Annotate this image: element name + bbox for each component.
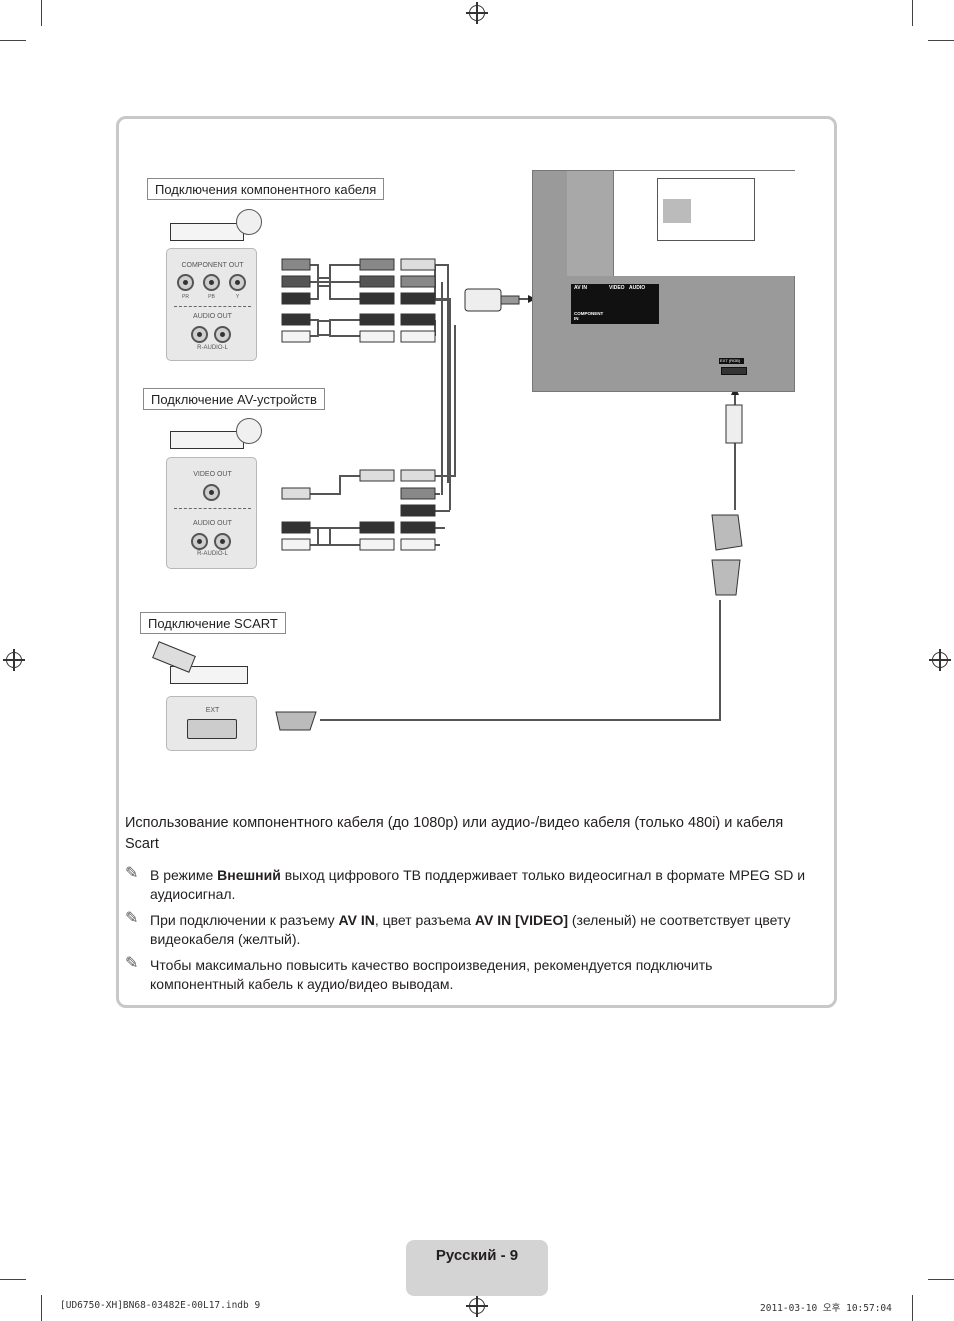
- video-out-title: VIDEO OUT: [193, 471, 232, 478]
- registration-mark-icon: [929, 649, 951, 671]
- section-heading: Использование компонентного кабеля (до 1…: [125, 815, 784, 852]
- audio-out-title: AUDIO OUT: [193, 313, 232, 320]
- y-jack: [229, 274, 246, 291]
- audio-sub-label: R-AUDIO-L: [197, 345, 228, 351]
- audio-label: AUDIO: [629, 285, 646, 291]
- audio-block: AUDIO: [627, 284, 657, 324]
- divider: [174, 306, 251, 307]
- divider: [174, 508, 251, 509]
- dvd-player-icon: [170, 223, 244, 241]
- note-bold: Внешний: [217, 867, 281, 883]
- side-port-strip: [567, 171, 614, 276]
- port-location-marker: [663, 199, 691, 223]
- component-in-label: COMPONENT IN: [574, 311, 604, 321]
- note-text: (зеленый) не соответствует цвету видеока…: [150, 912, 791, 947]
- audio-r-jack: [191, 533, 208, 550]
- note-bold: AV IN: [338, 912, 375, 928]
- note-pencil-icon: ✎: [125, 865, 139, 882]
- note-bold: AV IN [VIDEO]: [474, 912, 568, 928]
- disc-icon: [236, 418, 262, 444]
- pb-label: PB: [208, 294, 215, 300]
- crop-mark: [0, 40, 26, 41]
- video-out-panel: VIDEO OUT AUDIO OUT R-AUDIO-L: [166, 457, 257, 569]
- crop-mark: [0, 1279, 26, 1280]
- note-2: При подключении к разъему AV IN, цвет ра…: [150, 911, 830, 949]
- dvd-player-icon: [170, 431, 244, 449]
- page-number-tab: Русский - 9: [406, 1240, 548, 1296]
- note-3: Чтобы максимально повысить качество восп…: [150, 956, 790, 994]
- crop-mark: [928, 1279, 954, 1280]
- note-pencil-icon: ✎: [125, 910, 139, 927]
- video-jack: [203, 484, 220, 501]
- audio-r-jack: [191, 326, 208, 343]
- ext-panel: EXT: [166, 696, 257, 751]
- note-text: При подключении к разъему: [150, 912, 339, 928]
- ext-rgb-label: EXT (RGB): [720, 358, 741, 363]
- note-pencil-icon: ✎: [125, 955, 139, 972]
- tv-outline-icon: [657, 178, 755, 241]
- disc-icon: [236, 209, 262, 235]
- registration-mark-icon: [466, 2, 488, 24]
- ext-title: EXT: [205, 707, 220, 714]
- section-label-component: Подключения компонентного кабеля: [147, 178, 385, 200]
- section-label-scart: Подключение SCART: [140, 612, 286, 634]
- audio-l-jack: [214, 533, 231, 550]
- crop-mark: [41, 0, 42, 26]
- crop-mark: [928, 40, 954, 41]
- scart-port-icon: [187, 719, 237, 739]
- crop-mark: [912, 0, 913, 26]
- cable-diagram: [275, 258, 743, 731]
- crop-mark: [41, 1295, 42, 1321]
- y-label: Y: [235, 294, 240, 300]
- audio-l-jack: [214, 326, 231, 343]
- content-frame: [116, 116, 837, 1008]
- ext-port-label-block: EXT (RGB): [719, 358, 744, 364]
- note-text: , цвет разъема: [374, 912, 475, 928]
- section-label-av: Подключение AV-устройств: [143, 388, 325, 410]
- note-text: В режиме: [150, 867, 218, 883]
- registration-mark-icon: [3, 649, 25, 671]
- note-text: Чтобы максимально повысить качество восп…: [150, 957, 713, 992]
- pb-jack: [203, 274, 220, 291]
- component-out-panel: COMPONENT OUT PR PB Y AUDIO OUT R-AUDIO-…: [166, 248, 257, 361]
- print-slug-right: 2011-03-10 오후 10:57:04: [760, 1303, 892, 1314]
- audio-out-title: AUDIO OUT: [193, 520, 232, 527]
- print-slug-left: [UD6750-XH]BN68-03482E-00L17.indb 9: [60, 1300, 261, 1311]
- component-out-title: COMPONENT OUT: [181, 262, 244, 269]
- pr-jack: [177, 274, 194, 291]
- registration-mark-icon: [466, 1295, 488, 1317]
- crop-mark: [912, 1295, 913, 1321]
- note-1: В режиме Внешний выход цифрового ТВ подд…: [150, 866, 830, 904]
- video-label: VIDEO: [609, 285, 625, 291]
- ext-port: [721, 367, 747, 375]
- audio-sub-label: R-AUDIO-L: [197, 551, 228, 557]
- av-in-label: AV IN: [574, 285, 587, 291]
- note-text: выход цифрового ТВ поддерживает только в…: [150, 867, 806, 902]
- pr-label: PR: [182, 294, 189, 300]
